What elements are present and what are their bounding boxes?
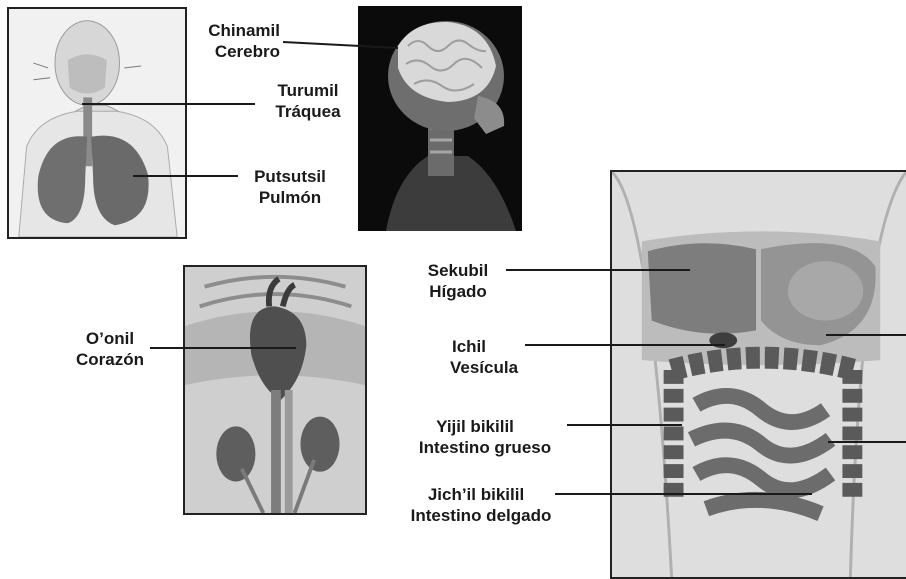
label-lung: Putsutsil Pulmón [238, 166, 342, 208]
label-brain: Chinamil Cerebro [190, 20, 280, 62]
label-trachea-spanish: Tráquea [256, 101, 360, 122]
label-lung-tzotzil: Putsutsil [238, 166, 342, 187]
label-brain-spanish: Cerebro [190, 41, 280, 62]
label-gallbladder-tzotzil: Ichil [424, 336, 544, 357]
label-large-intestine-tzotzil: Yijil bikilil [394, 416, 576, 437]
label-gallbladder-spanish: Vesícula [424, 357, 544, 378]
label-heart: O’onil Corazón [60, 328, 160, 370]
brain-xray-illustration [358, 6, 522, 231]
label-large-intestine: Yijil bikilil Intestino grueso [394, 416, 576, 458]
label-heart-tzotzil: O’onil [60, 328, 160, 349]
label-trachea-tzotzil: Turumil [256, 80, 360, 101]
label-heart-spanish: Corazón [60, 349, 160, 370]
respiratory-system-illustration [7, 7, 187, 239]
label-brain-tzotzil: Chinamil [190, 20, 280, 41]
label-large-intestine-spanish: Intestino grueso [394, 437, 576, 458]
label-liver-tzotzil: Sekubil [408, 260, 508, 281]
label-small-intestine: Jich’il bikilil Intestino delgado [390, 484, 572, 526]
label-trachea: Turumil Tráquea [256, 80, 360, 122]
abdomen-illustration [610, 170, 906, 579]
label-liver: Sekubil Hígado [408, 260, 508, 302]
heart-kidneys-illustration [183, 265, 367, 515]
label-liver-spanish: Hígado [408, 281, 508, 302]
label-lung-spanish: Pulmón [238, 187, 342, 208]
label-gallbladder: Ichil Vesícula [424, 336, 544, 378]
label-small-intestine-tzotzil: Jich’il bikilil [390, 484, 572, 505]
label-small-intestine-spanish: Intestino delgado [390, 505, 572, 526]
